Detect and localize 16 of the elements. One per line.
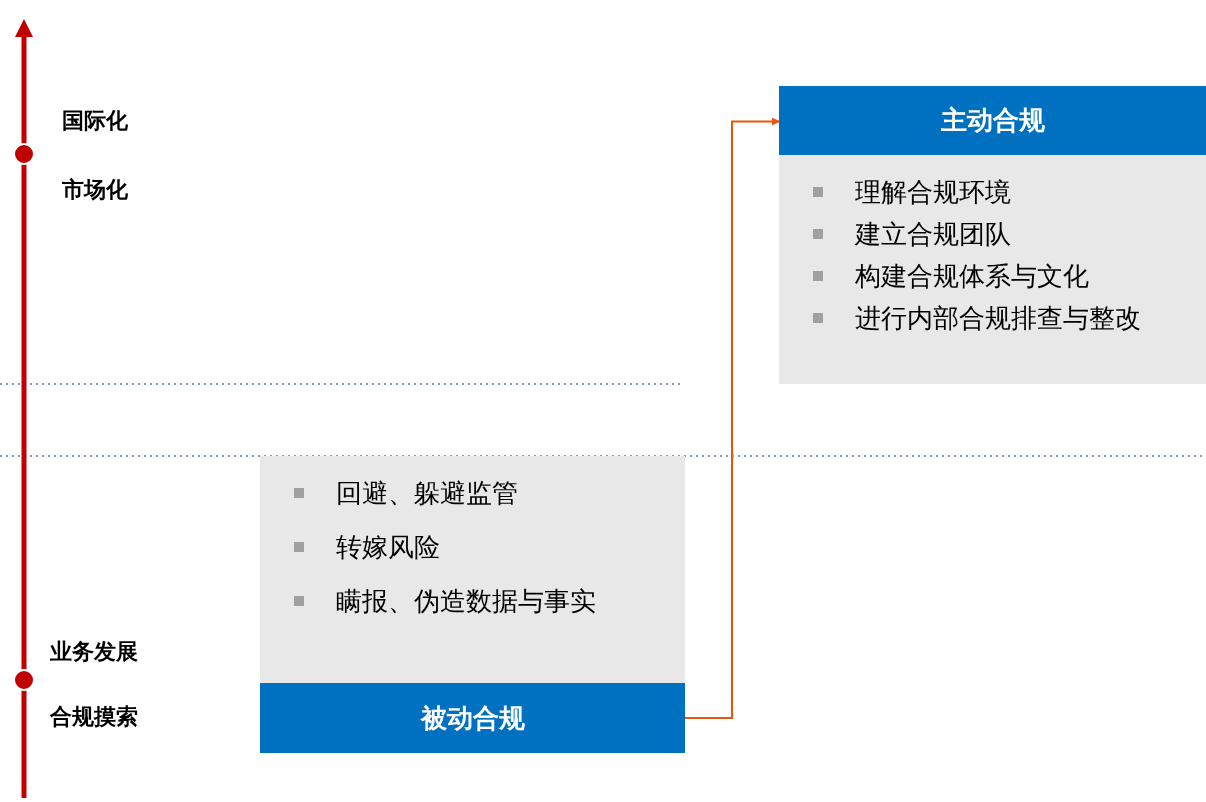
list-item: 瞒报、伪造数据与事实 xyxy=(336,586,596,616)
axis-label: 业务发展 xyxy=(50,638,138,666)
card-header: 主动合规 xyxy=(779,86,1206,155)
process-card xyxy=(260,456,685,753)
list-item: 构建合规体系与文化 xyxy=(855,261,1089,291)
card-header: 被动合规 xyxy=(260,683,685,753)
list-item: 回避、躲避监管 xyxy=(336,478,518,508)
axis-label: 市场化 xyxy=(62,176,128,204)
process-card xyxy=(779,86,1206,384)
axis-label: 国际化 xyxy=(62,107,128,135)
arrow xyxy=(684,117,780,719)
list-item: 建立合规团队 xyxy=(855,219,1011,249)
axis-label: 合规摸索 xyxy=(50,703,138,731)
list-item: 进行内部合规排查与整改 xyxy=(855,303,1141,333)
list-item: 理解合规环境 xyxy=(855,177,1011,207)
list-item: 转嫁风险 xyxy=(336,532,440,562)
